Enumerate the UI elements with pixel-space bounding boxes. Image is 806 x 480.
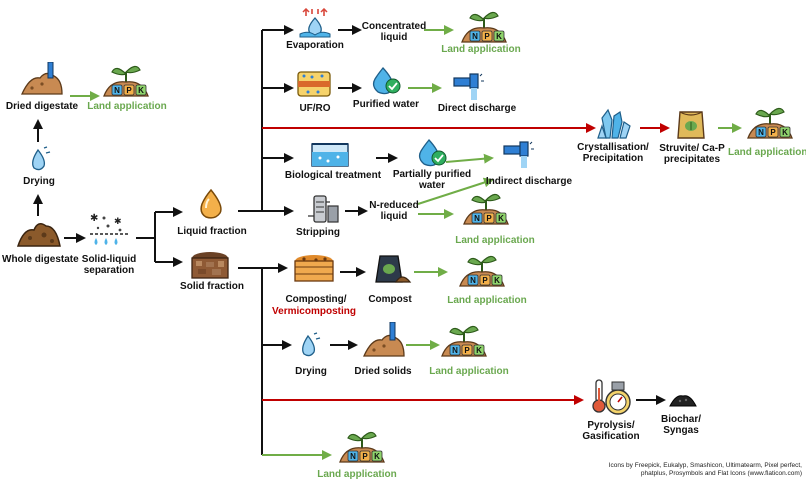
liquid-fraction-label: Liquid fraction [177,226,247,237]
n-reduced-liquid-label: N-reduced liquid [369,200,419,222]
npk-letter: P [126,86,132,95]
npk-letter: K [138,86,144,95]
dried-pile-icon [362,322,405,357]
npk-letter: N [474,214,480,223]
npk-letter: K [782,128,788,137]
npk-letter: P [484,32,490,41]
purified-water-label: Purified water [352,99,420,110]
npk-letter: P [464,346,470,355]
vermicomposting-label: Vermicomposting [272,306,356,317]
npk-letter: K [498,214,504,223]
npk-letter: N [472,32,478,41]
npk-letter: N [758,128,764,137]
faucet-icon [503,141,534,168]
compost-bag-icon [375,255,412,283]
uf-ro-label: UF/RO [299,103,331,114]
direct-discharge-label: Direct discharge [437,103,517,114]
compost-label: Compost [368,294,412,305]
evaporation-label: Evaporation [286,40,344,51]
indirect-discharge-label: Indirect discharge [485,176,573,187]
biochar-label: Biochar/ Syngas [660,414,701,436]
land-application-label: Land application [455,235,535,246]
crystallisation-label: Crystallisation/ Precipitation [577,142,649,164]
partially-purified-water-label: Partially purified water [392,169,472,191]
composting-label: Composting/ [285,294,347,305]
icon-credit-text: Icons by Freepick, Eukalyp, Smashicon, U… [608,462,802,477]
evaporation-icon [299,8,331,38]
membrane-icon [297,71,331,97]
npk-letter: K [494,276,500,285]
dried-pile-icon [20,62,63,95]
npk-letter: K [496,32,502,41]
drying-label: Drying [23,176,55,187]
drying-icon [302,332,321,357]
water-check-icon [372,67,401,95]
faucet-icon [453,73,484,100]
solid-crate-icon [191,252,229,279]
soil-pile-icon [16,223,61,247]
npk-letter: N [470,276,476,285]
liquid-drop-icon [200,188,222,219]
land-application-label: Land application [728,147,806,158]
land-application-label: Land application [87,101,167,112]
land-application-label: Land application [441,44,521,55]
solid-liquid-separation-label: Solid-liquid separation [81,254,137,276]
npk-letter: P [486,214,492,223]
drying-label: Drying [295,366,327,377]
dried-digestate-label: Dried digestate [5,101,79,112]
tank-icon [311,143,349,167]
npk-letter: N [114,86,120,95]
whole-digestate-label: Whole digestate [2,254,79,265]
dried-solids-label: Dried solids [354,366,412,377]
biochar-icon [669,395,697,407]
land-application-label: Land application [317,469,397,480]
npk-letter: K [476,346,482,355]
crystal-icon [597,108,631,139]
pyrolysis-label: Pyrolysis/ Gasification [582,420,640,442]
npk-letter: P [362,452,368,461]
water-check-icon [418,139,447,167]
thermometer-gauge-icon [592,379,631,415]
npk-letter: P [770,128,776,137]
struvite-label: Struvite/ Ca-P precipitates [659,143,725,165]
solid-fraction-label: Solid fraction [180,281,244,292]
drying-icon [32,146,51,171]
concentrated-liquid-label: Concentrated liquid [361,21,427,43]
separation-icon: ✱ ✱ [90,213,128,245]
fertilizer-bag-icon [677,111,705,139]
npk-letter: N [350,452,356,461]
land-application-label: Land application [429,366,509,377]
biological-treatment-label: Biological treatment [284,170,382,181]
compost-bin-icon [294,255,334,282]
npk-letter: P [482,276,488,285]
stripping-tower-icon [308,195,339,223]
stripping-label: Stripping [296,227,340,238]
svg-text:✱: ✱ [90,213,98,224]
land-application-label: Land application [447,295,527,306]
svg-text:✱: ✱ [114,217,122,227]
npk-letter: N [452,346,458,355]
npk-letter: K [374,452,380,461]
